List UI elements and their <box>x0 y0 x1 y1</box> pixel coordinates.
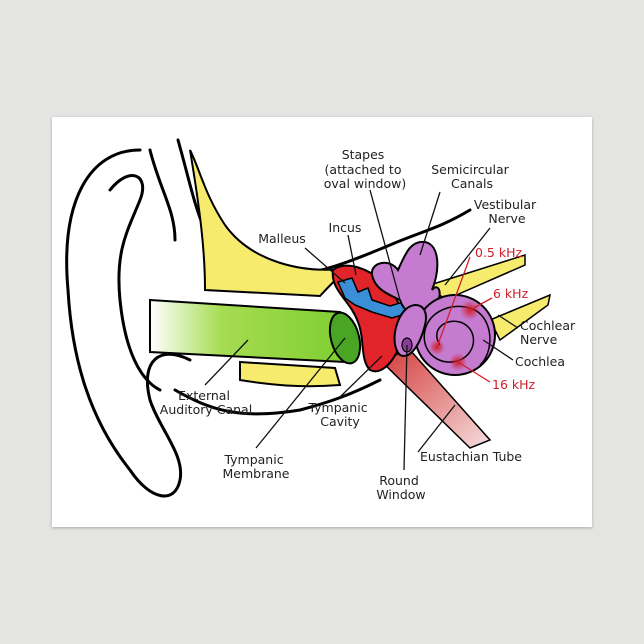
label-05khz: 0.5 kHz <box>475 245 522 260</box>
label-semicircular-canals: Semicircular Canals <box>431 162 513 191</box>
leader-lines <box>204 189 519 471</box>
cochlear-nerve-shape <box>488 293 552 342</box>
label-tympanic-membrane: Tympanic Membrane <box>223 452 290 481</box>
cochlea-spiral <box>423 305 491 366</box>
temporal-bone-lower <box>239 360 342 388</box>
label-16khz: 16 kHz <box>492 377 536 392</box>
label-stapes: Stapes (attached to oval window) <box>324 147 406 191</box>
label-tympanic-cavity: Tympanic Cavity <box>307 400 371 429</box>
label-vestibular-nerve: Vestibular Nerve <box>474 197 540 226</box>
label-6khz: 6 kHz <box>493 286 529 301</box>
label-external-auditory-canal: External Auditory Canal <box>160 388 252 417</box>
label-incus: Incus <box>329 220 362 235</box>
label-malleus: Malleus <box>258 231 306 246</box>
label-round-window: Round Window <box>376 473 425 502</box>
label-cochlea: Cochlea <box>515 354 565 369</box>
label-cochlear-nerve: Cochlear Nerve <box>520 318 579 347</box>
label-eustachian-tube: Eustachian Tube <box>420 449 522 464</box>
external-auditory-canal <box>149 298 356 364</box>
